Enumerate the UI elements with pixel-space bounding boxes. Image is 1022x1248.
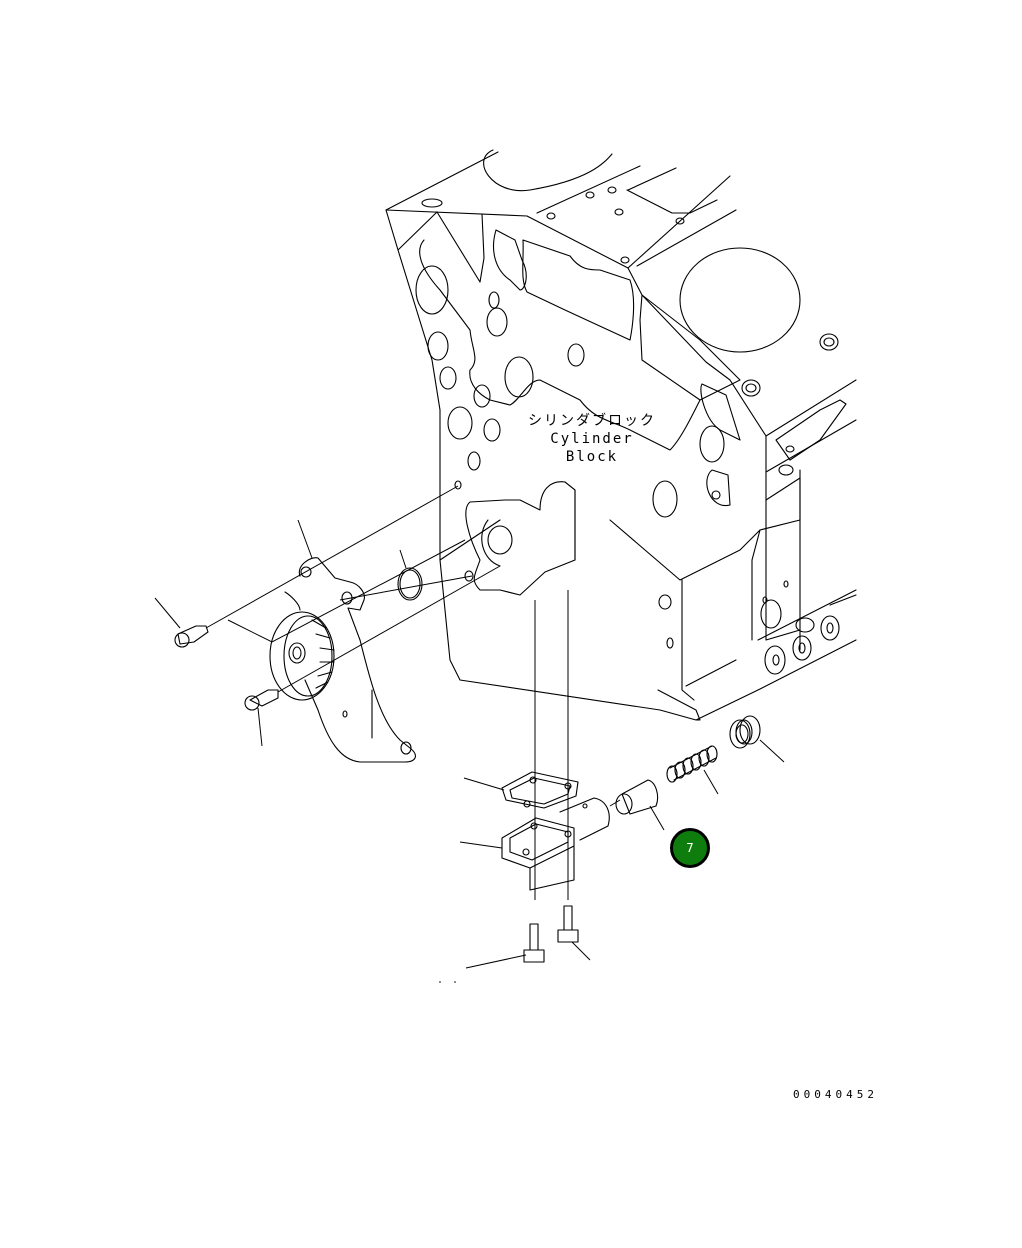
callout-number: 7 [686,841,694,855]
flange-bolt-left [523,923,545,963]
pump-mounting-bolt-upper [174,625,209,648]
spring [666,745,718,783]
oil-pump-with-gear [269,557,416,763]
drawing-number: 00040452 [793,1088,878,1101]
o-ring [397,567,423,601]
gasket [501,771,579,809]
part-callout-7[interactable]: 7 [670,828,710,868]
plug [729,715,761,749]
valve-housing [501,797,610,891]
cylinder-block-label-english: Cylinder Block [550,431,634,465]
cylinder-block [385,149,857,721]
plunger [615,779,659,815]
pump-mounting-bolt-lower [244,689,279,711]
cylinder-block-label: シリンダブロック Cylinder Block [522,412,662,466]
flange-bolt-right [557,905,579,943]
cylinder-block-label-japanese: シリンダブロック [528,413,656,429]
leader-lines [154,519,785,969]
